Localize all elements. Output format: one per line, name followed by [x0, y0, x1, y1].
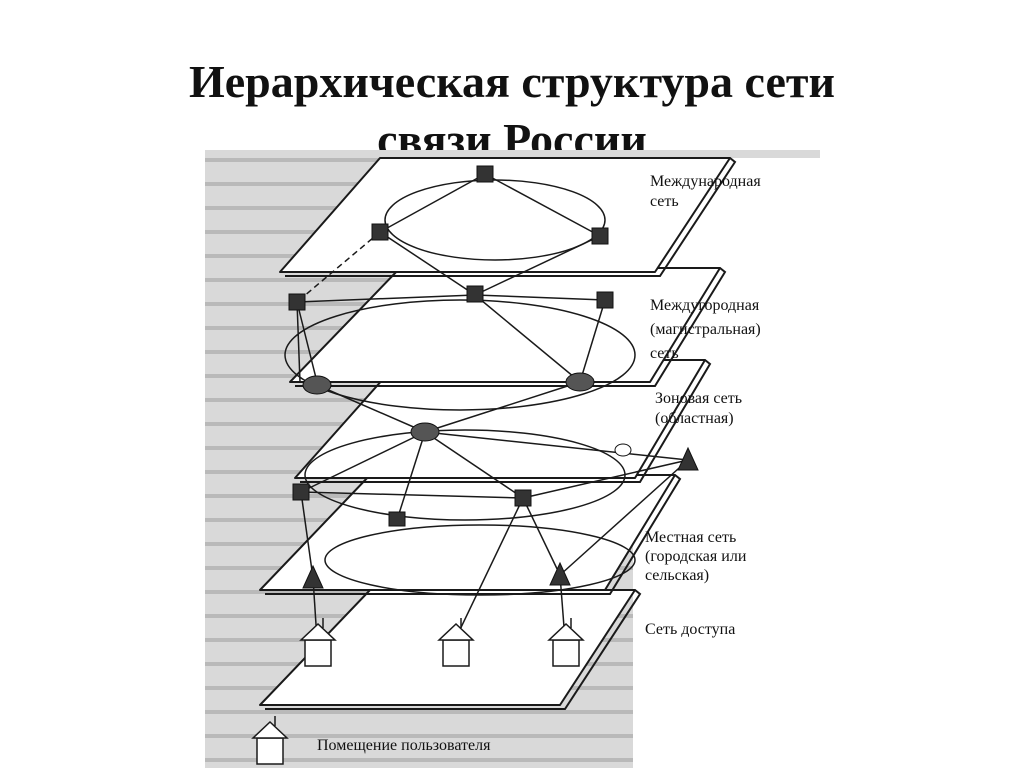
zonal-label-line: Зоновая сеть	[655, 390, 742, 407]
international-label-line: сеть	[650, 193, 679, 210]
network-hierarchy-figure: Международная сеть Междугородная (магист…	[205, 150, 820, 768]
zonal-node	[302, 375, 332, 395]
long-distance-node-cube	[288, 293, 306, 311]
international-network-label: Международная сеть	[650, 173, 765, 210]
user-house-icon	[547, 618, 585, 667]
long-distance-node-cube	[466, 285, 484, 303]
local-network-label: Местная сеть (городская или сельская)	[645, 529, 750, 584]
zonal-label-line: (областная)	[655, 410, 734, 427]
access-network-label: Сеть доступа	[645, 621, 735, 638]
zonal-network-label: Зоновая сеть (областная)	[655, 390, 746, 427]
local-exchange-triangle	[677, 446, 699, 471]
slide-title: Иерархическая структура сети связи Росси…	[0, 53, 1024, 169]
local-level-graph	[300, 459, 689, 641]
international-network-plane	[279, 157, 731, 273]
zonal-node-small	[614, 443, 632, 457]
user-premises-legend-icon	[251, 716, 289, 765]
zonal-level-graph	[300, 381, 689, 521]
local-exchange-triangle	[549, 561, 571, 586]
international-node-cube	[591, 227, 609, 245]
long-distance-level-graph	[284, 294, 636, 411]
user-premises-label: Помещение пользователя	[317, 737, 491, 754]
local-label-line: Местная сеть	[645, 529, 736, 546]
slide-title-line-1: Иерархическая структура сети	[188, 55, 836, 107]
local-node-cube	[388, 511, 406, 527]
zonal-node	[410, 422, 440, 442]
local-label-line: сельская)	[645, 567, 709, 584]
long-distance-label-line: (магистральная)	[650, 321, 761, 338]
user-house-icon	[299, 618, 337, 667]
local-exchange-triangle	[302, 564, 324, 589]
international-node-cube	[476, 165, 494, 183]
user-house-icon	[437, 618, 475, 667]
local-node-cube	[292, 483, 310, 501]
network-hierarchy-diagram: Международная сеть Междугородная (магист…	[205, 157, 820, 768]
long-distance-node-cube	[596, 291, 614, 309]
zonal-node	[565, 372, 595, 392]
local-label-line: (городская или	[645, 548, 747, 565]
access-label-line: Сеть доступа	[645, 621, 735, 638]
long-distance-network-label: Междугородная (магистральная) сеть	[650, 297, 765, 362]
international-node-cube	[371, 223, 389, 241]
international-label-line: Международная	[650, 173, 761, 190]
long-distance-label-line: Междугородная	[650, 297, 760, 314]
local-node-cube	[514, 489, 532, 507]
international-level-graph	[296, 173, 606, 303]
long-distance-label-line: сеть	[650, 345, 679, 362]
